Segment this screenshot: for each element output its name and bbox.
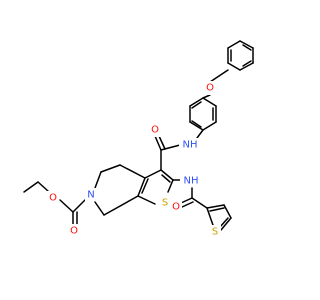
bond — [161, 174, 171, 183]
bond — [137, 177, 146, 197]
bond — [223, 204, 232, 219]
bond — [37, 181, 49, 192]
bond — [227, 40, 241, 49]
bond — [206, 204, 225, 209]
amide-oxygen-label: O — [151, 125, 159, 136]
bond — [227, 62, 241, 71]
bond — [181, 201, 194, 208]
bond — [220, 217, 232, 231]
bond — [191, 197, 208, 209]
bond — [100, 164, 121, 173]
ether-oxygen-label: O — [206, 83, 214, 94]
piperidine-nitrogen-label: N — [87, 190, 94, 201]
amide-nh-label: NH — [183, 140, 198, 151]
amide-oxygen-label-2: O — [172, 202, 180, 213]
bond — [160, 144, 181, 151]
bond — [239, 40, 254, 49]
bond — [191, 120, 202, 128]
atom-labels: O O NH NH O S S N O O — [47, 81, 221, 238]
carbamate-oxygen-label: O — [70, 226, 78, 237]
structure-canvas: O O NH NH O S S N O O — [23, 40, 254, 238]
bond — [189, 121, 204, 131]
amide-nh-label-2: NH — [184, 176, 199, 187]
bond — [189, 97, 204, 107]
bond — [94, 201, 105, 216]
bond — [219, 217, 229, 228]
bond — [103, 195, 139, 216]
bond — [196, 129, 204, 139]
bond — [154, 135, 162, 151]
bond — [242, 60, 252, 67]
bond — [202, 121, 217, 131]
bond — [144, 169, 162, 179]
bond — [141, 178, 149, 194]
bond — [180, 197, 193, 204]
bond — [239, 62, 254, 71]
bond — [137, 195, 156, 205]
bond — [167, 179, 174, 193]
bond — [72, 197, 88, 213]
molecule-diagram: O O NH NH O S S N O O — [23, 40, 254, 238]
bond — [202, 94, 211, 99]
ring-sulfur-label: S — [162, 198, 168, 209]
ester-oxygen-label: O — [49, 193, 57, 204]
bond — [206, 207, 215, 229]
bonds — [23, 40, 254, 231]
bond — [202, 97, 217, 107]
bond — [209, 207, 225, 212]
bond — [23, 181, 39, 193]
bond — [119, 164, 146, 179]
bond — [209, 69, 229, 83]
bond — [158, 135, 166, 150]
bond — [94, 171, 102, 189]
bond — [59, 199, 74, 213]
thiophene-sulfur-label: S — [212, 227, 218, 238]
bond — [160, 169, 174, 181]
bond — [242, 44, 252, 51]
bond — [191, 101, 202, 109]
